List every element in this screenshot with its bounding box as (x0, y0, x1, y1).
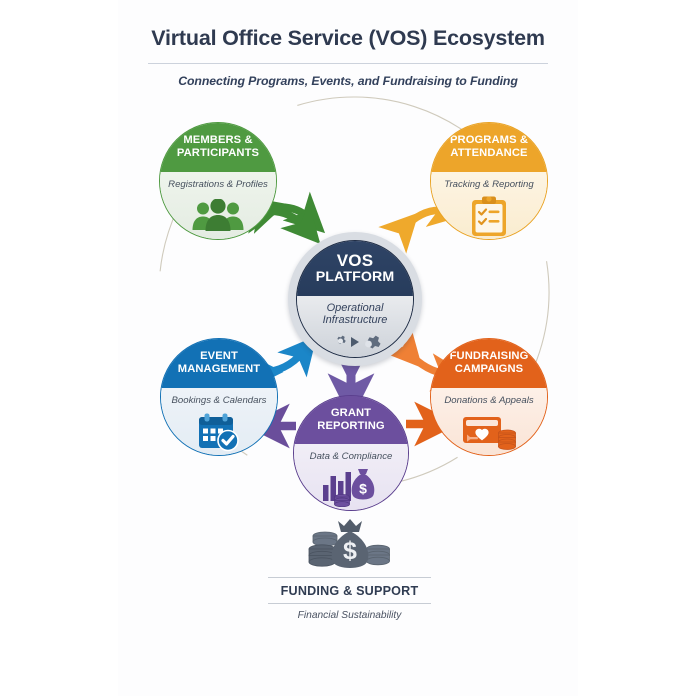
svg-text:$: $ (343, 537, 357, 565)
node-body: Bookings & Calendars (161, 387, 277, 455)
funding-support-block: $ FUNDING & SUPPORT Financial Sustainabi… (268, 518, 431, 621)
bar-chart-money-bag-icon: $ (320, 465, 382, 510)
node-grant-reporting[interactable]: GRANT REPORTING Data & Compliance $ (293, 395, 409, 511)
funding-subtitle: Financial Sustainability (297, 610, 402, 621)
node-header: EVENT MANAGEMENT (161, 339, 277, 388)
hub-title: VOS PLATFORM (315, 250, 395, 285)
node-programs-attendance[interactable]: PROGRAMS & ATTENDANCE Tracking & Reporti… (430, 122, 548, 240)
people-group-icon (190, 193, 246, 239)
funding-divider-top (268, 577, 431, 578)
node-title: MEMBERS & PARTICIPANTS (176, 134, 260, 160)
node-body: Tracking & Reporting (431, 171, 547, 239)
page-title: Virtual Office Service (VOS) Ecosystem (151, 26, 545, 50)
node-event-management[interactable]: EVENT MANAGEMENT Bookings & Calendars (160, 338, 278, 456)
node-header: PROGRAMS & ATTENDANCE (431, 123, 547, 172)
node-header: GRANT REPORTING (294, 396, 408, 444)
hub-subtitle: Operational Infrastructure (322, 301, 388, 327)
node-header: MEMBERS & PARTICIPANTS (160, 123, 276, 172)
node-body: Donations & Appeals (431, 387, 547, 455)
diagram-header: Virtual Office Service (VOS) Ecosystem C… (118, 26, 578, 88)
hub-body: Operational Infrastructure (297, 295, 413, 357)
node-subtitle: Donations & Appeals (444, 394, 534, 406)
node-subtitle: Tracking & Reporting (444, 178, 534, 190)
node-title: EVENT MANAGEMENT (177, 350, 261, 376)
node-subtitle: Bookings & Calendars (171, 394, 267, 406)
node-title: GRANT REPORTING (317, 406, 385, 432)
node-title: FUNDRAISING CAMPAIGNS (449, 350, 529, 376)
donation-card-heart-coins-icon (461, 409, 517, 455)
hub-inner-circle: VOS PLATFORM Operational Infrastructure (296, 240, 414, 358)
money-bag-coins-icon: $ (268, 518, 431, 574)
node-members-participants[interactable]: MEMBERS & PARTICIPANTS Registrations & P… (159, 122, 277, 240)
hub-vos-platform[interactable]: VOS PLATFORM Operational Infrastructure (288, 232, 422, 366)
node-body: Registrations & Profiles (160, 171, 276, 239)
node-subtitle: Data & Compliance (309, 450, 393, 462)
node-title: PROGRAMS & ATTENDANCE (449, 134, 529, 160)
node-fundraising-campaigns[interactable]: FUNDRAISING CAMPAIGNS Donations & Appeal… (430, 338, 548, 456)
hub-header: VOS PLATFORM (297, 241, 413, 296)
title-divider (148, 62, 548, 64)
node-body: Data & Compliance $ (294, 443, 408, 510)
clipboard-checklist-icon (469, 193, 509, 239)
funding-title: FUNDING & SUPPORT (280, 584, 419, 598)
gears-icon (329, 329, 381, 357)
node-header: FUNDRAISING CAMPAIGNS (431, 339, 547, 388)
page-subtitle: Connecting Programs, Events, and Fundrai… (178, 73, 518, 88)
calendar-check-icon (195, 409, 243, 455)
node-subtitle: Registrations & Profiles (168, 178, 268, 190)
svg-text:$: $ (359, 481, 367, 497)
funding-divider-bottom (268, 603, 431, 604)
